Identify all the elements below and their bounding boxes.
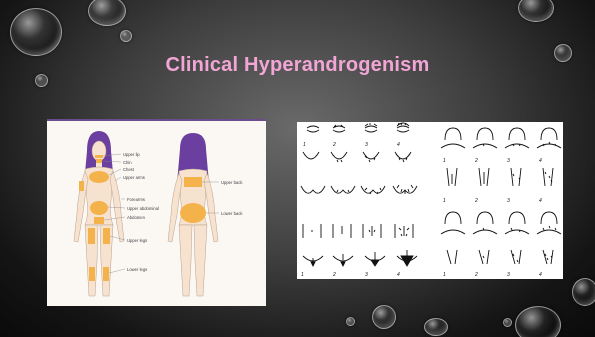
back-body-figure [168, 133, 218, 296]
grade-4: 4 [539, 272, 542, 278]
grade-2: 2 [474, 198, 478, 204]
grade-4: 4 [539, 158, 542, 164]
back-limb-grades [441, 128, 561, 264]
grade-1: 1 [301, 272, 304, 278]
grade-3: 3 [365, 272, 368, 278]
water-droplet-decoration [515, 306, 561, 337]
grade-4: 4 [397, 272, 400, 278]
water-droplet-decoration [120, 30, 132, 42]
label-lower-back: Lower back [221, 211, 243, 216]
label-upper-arms: Upper arms [123, 175, 145, 180]
label-chin: Chin [123, 160, 132, 165]
grade-1: 1 [443, 158, 446, 164]
label-abdomen: Abdomen [127, 215, 146, 220]
grade-1: 1 [443, 272, 446, 278]
grade-3: 3 [365, 142, 368, 148]
hirsutism-scoring-figure: 1 2 3 4 1 2 3 4 [297, 122, 563, 279]
grade-4: 4 [539, 198, 542, 204]
body-areas-figure: Upper lip Chin Chest Upper arms Forearms… [47, 119, 266, 306]
grade-4: 4 [397, 142, 400, 148]
left-grade-numbers: 1 2 3 4 1 2 3 4 [301, 142, 400, 278]
water-droplet-decoration [10, 8, 62, 56]
grade-3: 3 [507, 158, 510, 164]
grade-1: 1 [443, 198, 446, 204]
water-droplet-decoration [372, 305, 396, 329]
body-areas-diagram: Upper lip Chin Chest Upper arms Forearms… [47, 121, 266, 304]
water-droplet-decoration [572, 278, 595, 306]
label-lower-legs: Lower legs [127, 267, 147, 272]
grade-2: 2 [332, 142, 336, 148]
grade-2: 2 [474, 158, 478, 164]
slide-title: Clinical Hyperandrogenism [0, 54, 595, 77]
label-upper-legs: Upper legs [127, 238, 147, 243]
grade-2: 2 [332, 272, 336, 278]
hirsutism-scoring-diagram: 1 2 3 4 1 2 3 4 [297, 122, 563, 279]
grade-3: 3 [507, 198, 510, 204]
grade-2: 2 [474, 272, 478, 278]
water-droplet-decoration [346, 317, 355, 326]
water-droplet-decoration [424, 318, 448, 336]
water-droplet-decoration [88, 0, 126, 26]
grade-3: 3 [507, 272, 510, 278]
label-forearms: Forearms [127, 197, 145, 202]
label-upper-abdominal: Upper abdominal [127, 206, 159, 211]
label-upper-back: Upper back [221, 180, 243, 185]
label-upper-lip: Upper lip [123, 152, 140, 157]
water-droplet-decoration [503, 318, 512, 327]
label-chest: Chest [123, 167, 135, 172]
grade-1: 1 [303, 142, 306, 148]
water-droplet-decoration [518, 0, 554, 22]
